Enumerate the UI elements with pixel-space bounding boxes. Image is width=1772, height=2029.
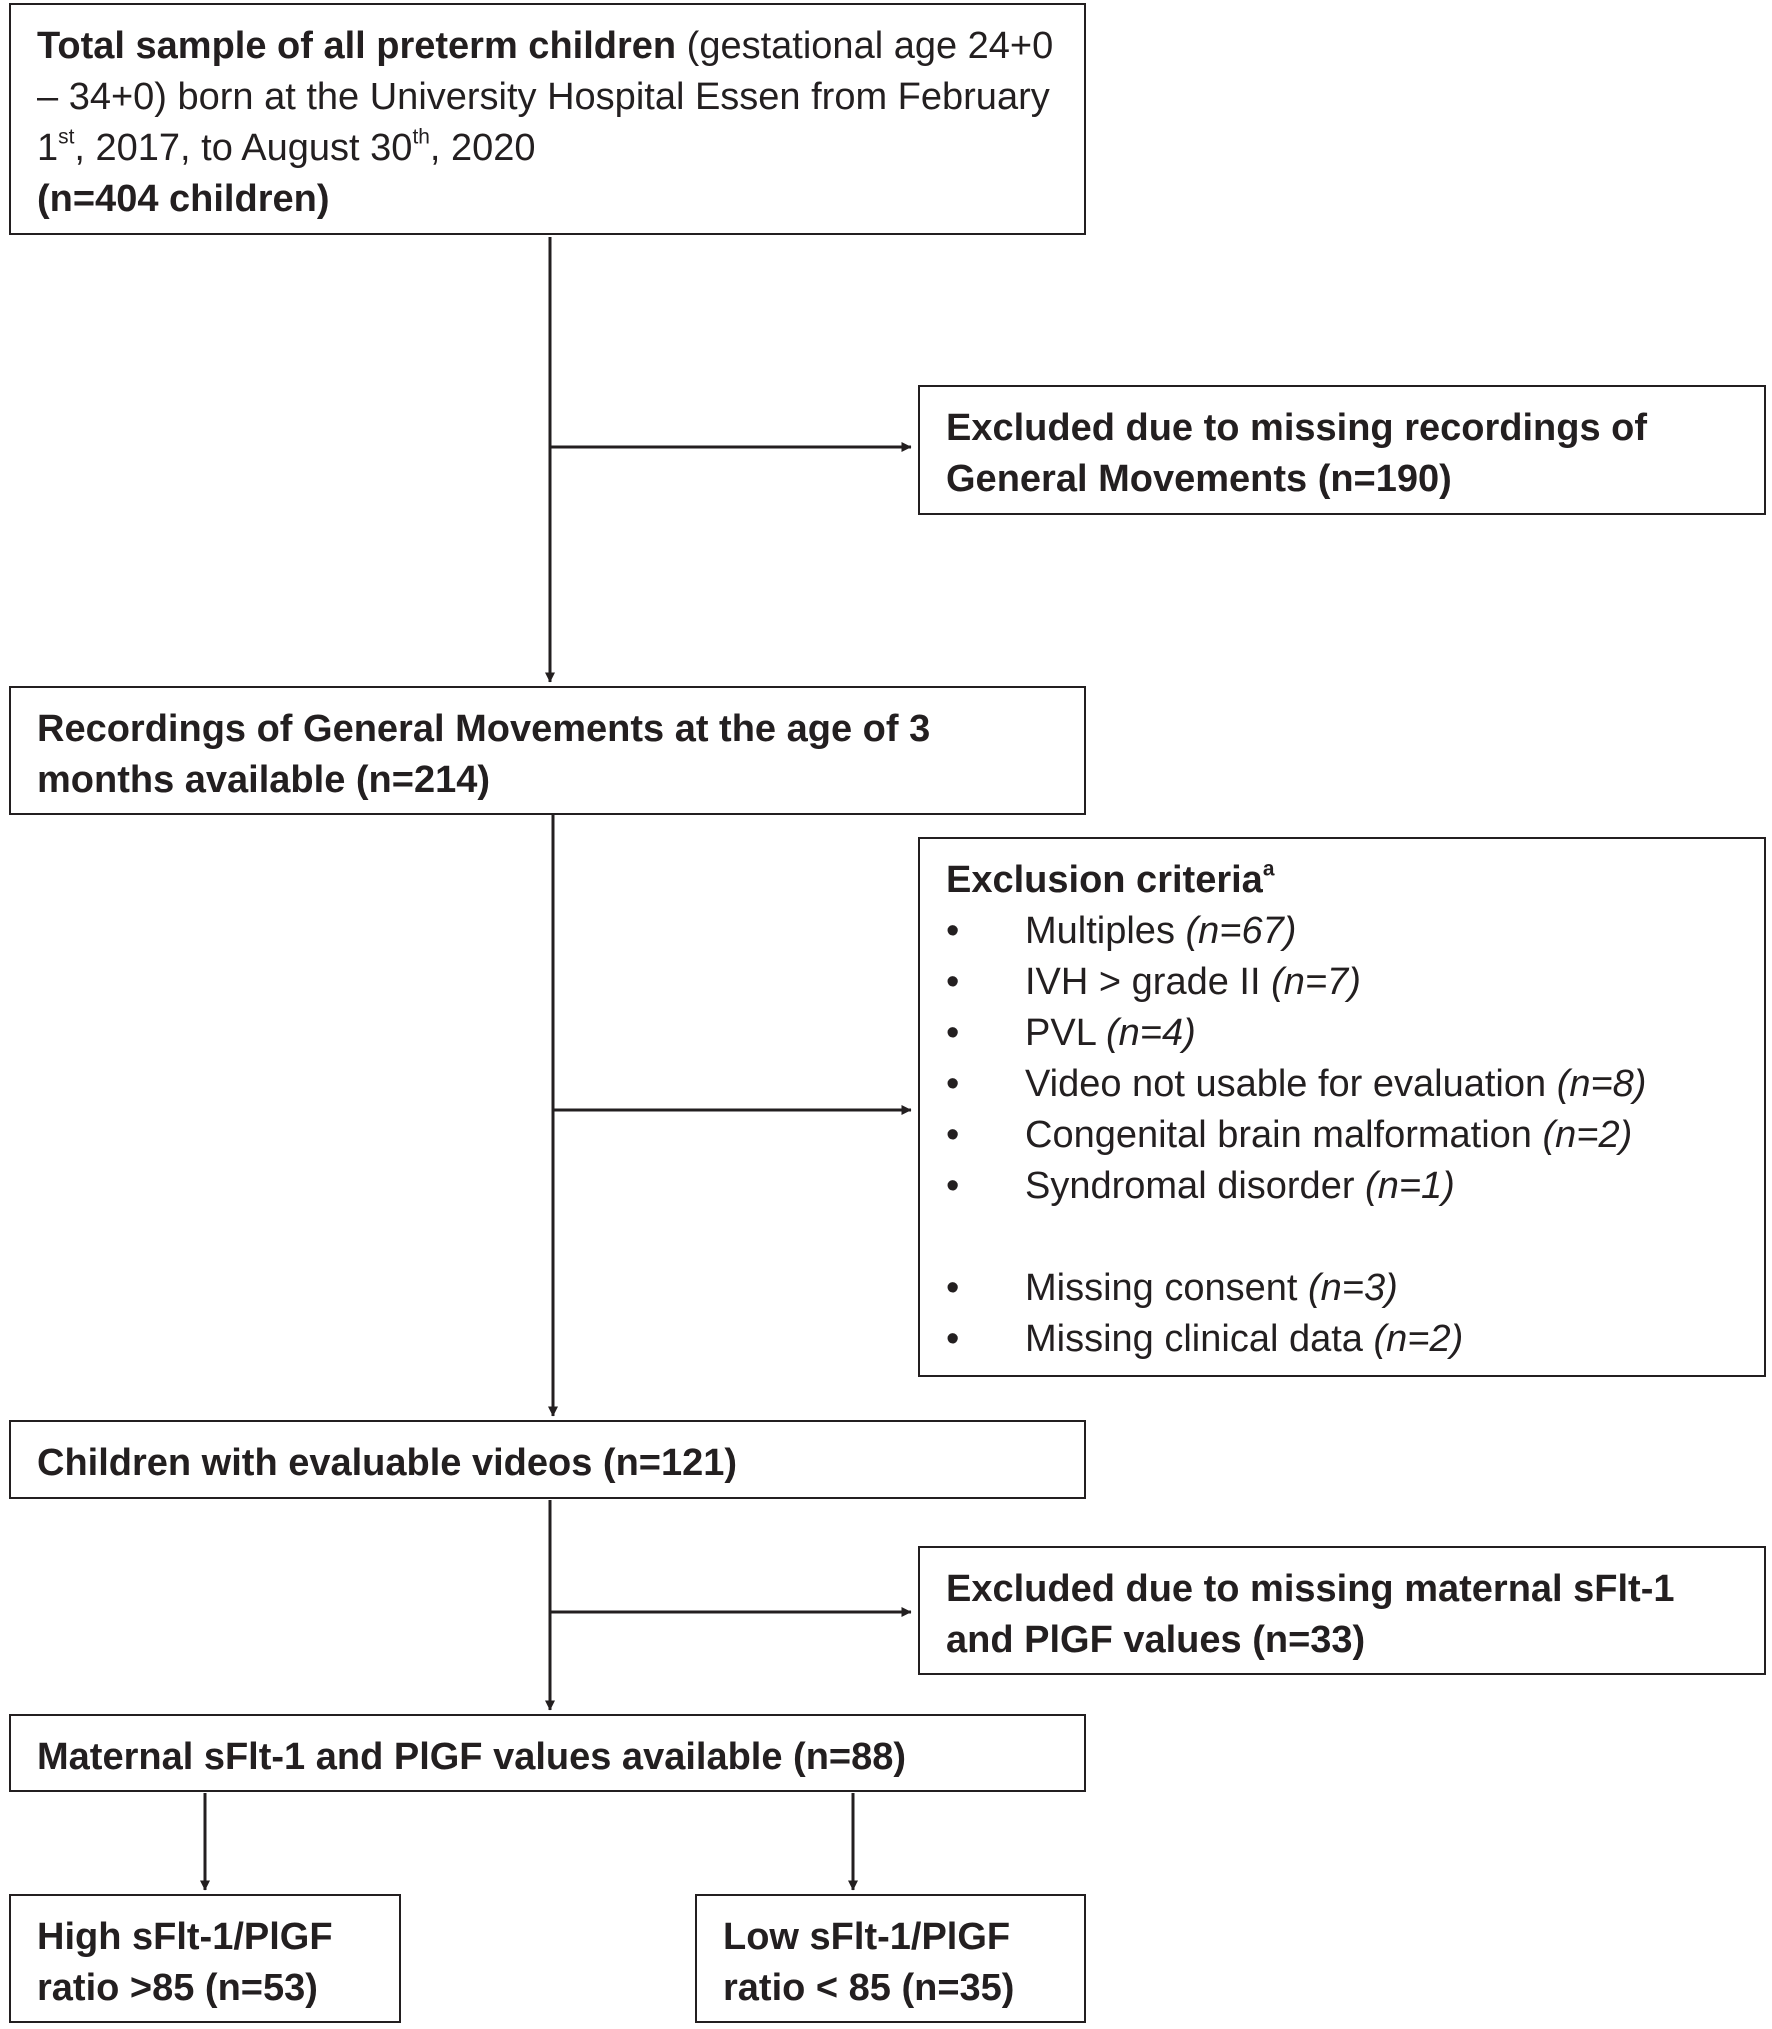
recordings-available-box: Recordings of General Movements at the a… — [9, 686, 1086, 815]
criteria-count: (n=3) — [1308, 1267, 1398, 1309]
excluded-missing-recordings-text: Excluded due to missing recordings of Ge… — [946, 407, 1647, 500]
exclusion-criteria-title-text: Exclusion criteria — [946, 859, 1263, 901]
criteria-count: (n=2) — [1373, 1318, 1464, 1360]
recordings-available-text: Recordings of General Movements at the a… — [37, 708, 931, 801]
criteria-count: (n=2) — [1542, 1114, 1633, 1156]
criteria-count: (n=1) — [1365, 1165, 1455, 1207]
criteria-count: (n=7) — [1271, 961, 1361, 1003]
criteria-item-pvl: PVL (n=4) — [946, 1008, 1738, 1059]
criteria-label: Missing consent — [1025, 1267, 1309, 1309]
exclusion-criteria-list: Multiples (n=67) IVH > grade II (n=7) PV… — [946, 906, 1738, 1365]
criteria-count: (n=4) — [1105, 1012, 1196, 1054]
total-sample-text: Total sample of all preterm children (ge… — [37, 21, 1058, 174]
exclusion-criteria-footnote-mark: a — [1262, 857, 1275, 881]
criteria-label: PVL — [1025, 1012, 1106, 1054]
high-ratio-box: High sFlt-1/PlGF ratio >85 (n=53) — [9, 1894, 401, 2023]
evaluable-videos-box: Children with evaluable videos (n=121) — [9, 1420, 1086, 1499]
criteria-item-multiples: Multiples (n=67) — [946, 906, 1738, 957]
excluded-missing-sflt-text: Excluded due to missing maternal sFlt-1 … — [946, 1568, 1675, 1661]
total-sample-sup-1: st — [58, 125, 75, 149]
criteria-label: Syndromal disorder — [1025, 1165, 1366, 1207]
excluded-missing-sflt-box: Excluded due to missing maternal sFlt-1 … — [918, 1546, 1766, 1675]
criteria-item-video-not-usable: Video not usable for evaluation (n=8) — [946, 1059, 1738, 1110]
total-sample-count: (n=404 children) — [37, 178, 330, 220]
low-ratio-box: Low sFlt-1/PlGF ratio < 85 (n=35) — [695, 1894, 1086, 2023]
criteria-item-ivh: IVH > grade II (n=7) — [946, 957, 1738, 1008]
criteria-label: Congenital brain malformation — [1025, 1114, 1543, 1156]
criteria-item-brain-malformation: Congenital brain malformation (n=2) — [946, 1110, 1738, 1161]
exclusion-criteria-box: Exclusion criteriaa Multiples (n=67) IVH… — [918, 837, 1766, 1377]
maternal-values-text: Maternal sFlt-1 and PlGF values availabl… — [37, 1736, 907, 1778]
criteria-item-syndromal-disorder: Syndromal disorder (n=1) — [946, 1161, 1738, 1212]
high-ratio-text: High sFlt-1/PlGF ratio >85 (n=53) — [37, 1916, 333, 2009]
criteria-item-missing-consent: Missing consent (n=3) — [946, 1263, 1738, 1314]
total-sample-bold-lead: Total sample of all preterm children — [37, 25, 677, 67]
total-sample-box: Total sample of all preterm children (ge… — [9, 3, 1086, 235]
criteria-label: Multiples — [1025, 910, 1186, 952]
criteria-count: (n=67) — [1185, 910, 1297, 952]
total-sample-description-2: , 2017, to August 30 — [74, 127, 413, 169]
total-sample-description-1: (gestational age 24+0 – 34+0) born at th… — [37, 25, 1054, 169]
excluded-missing-recordings-box: Excluded due to missing recordings of Ge… — [918, 385, 1766, 515]
criteria-label: Missing clinical data — [1025, 1318, 1374, 1360]
criteria-label: Video not usable for evaluation — [1025, 1063, 1557, 1105]
total-sample-sup-2: th — [412, 125, 430, 149]
criteria-count: (n=8) — [1556, 1063, 1647, 1105]
low-ratio-text: Low sFlt-1/PlGF ratio < 85 (n=35) — [723, 1916, 1015, 2009]
exclusion-criteria-title: Exclusion criteriaa — [946, 855, 1738, 906]
criteria-label: IVH > grade II — [1025, 961, 1272, 1003]
evaluable-videos-text: Children with evaluable videos (n=121) — [37, 1442, 738, 1484]
maternal-values-box: Maternal sFlt-1 and PlGF values availabl… — [9, 1714, 1086, 1792]
criteria-item-missing-clinical-data: Missing clinical data (n=2) — [946, 1314, 1738, 1365]
total-sample-description-3: , 2020 — [429, 127, 536, 169]
